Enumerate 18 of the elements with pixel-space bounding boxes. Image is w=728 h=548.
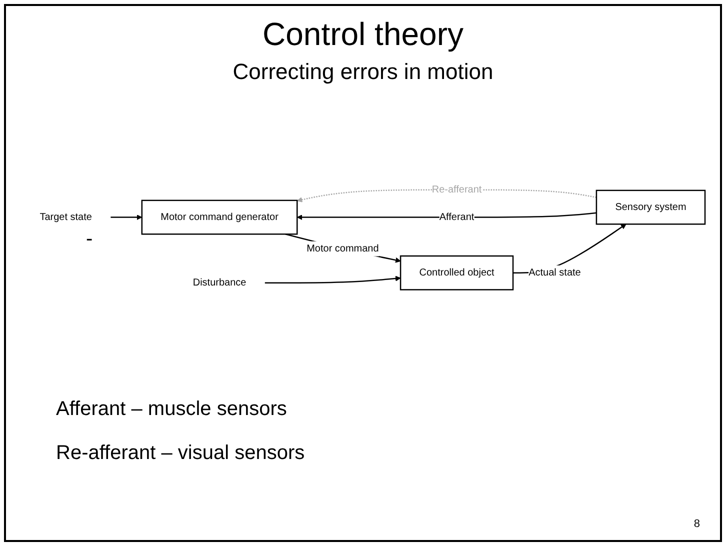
node-text: Disturbance	[192, 277, 246, 288]
subtitle: Correcting errors in motion	[232, 59, 494, 85]
page-number: 8	[694, 518, 700, 530]
note: Re-afferant – visual sensors	[56, 442, 305, 465]
node-box: Motor command generator	[141, 200, 298, 235]
arrow	[264, 276, 401, 284]
arrow	[110, 214, 142, 220]
edge-label: Motor command	[306, 243, 379, 254]
note: Afferant – muscle sensors	[56, 398, 287, 421]
node-box: Sensory system	[596, 190, 706, 225]
edge-label: Re-afferant	[432, 184, 482, 195]
minus-sign: -	[86, 228, 93, 251]
edge-label: Actual state	[528, 267, 581, 278]
node-text: Target state	[40, 212, 92, 222]
title: Control theory	[262, 16, 464, 53]
arrow	[296, 212, 597, 220]
edge-label: Afferant	[439, 212, 474, 222]
node-box: Controlled object	[400, 255, 514, 290]
